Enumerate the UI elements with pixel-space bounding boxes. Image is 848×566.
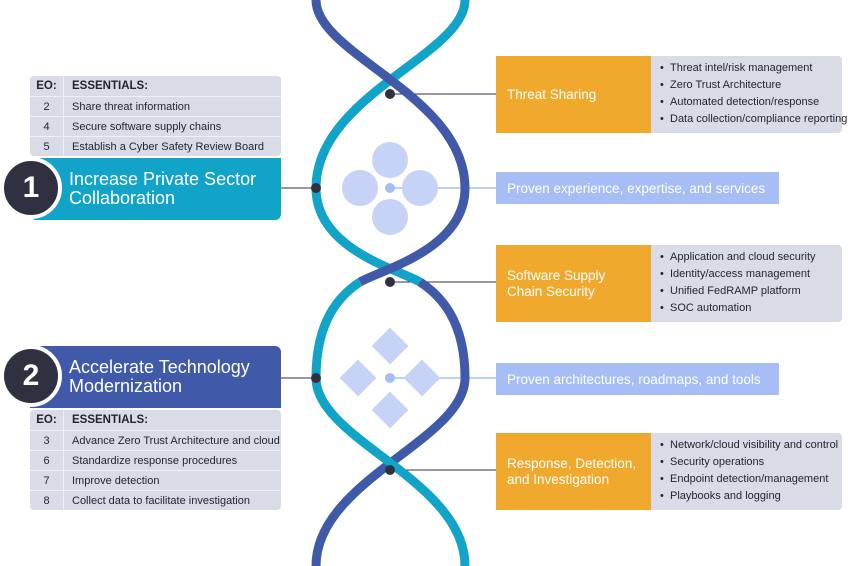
helix-strand-teal (311, 278, 470, 566)
pillar-title-line2: Modernization (69, 376, 183, 396)
eo-table-header: EO: ESSENTIALS: (30, 410, 281, 430)
eo-number: 3 (30, 431, 64, 450)
eo-number: 4 (30, 117, 64, 136)
category-title-line1: Threat Sharing (507, 86, 597, 102)
bullet-item: Security operations (660, 454, 842, 471)
eo-essential-text: Standardize response procedures (72, 454, 238, 467)
category-1-bullet-list: Threat intel/risk management Zero Trust … (651, 56, 847, 133)
essentials-label: ESSENTIALS: (72, 414, 149, 426)
eo-number: 7 (30, 471, 64, 490)
category-title-line2: Chain Security (507, 283, 595, 299)
bullet-item: SOC automation (660, 300, 842, 317)
eo-table-row: 6 Standardize response procedures (30, 450, 281, 470)
proof-bar-1: Proven experience, expertise, and servic… (496, 172, 779, 204)
bullet-item: Unified FedRAMP platform (660, 283, 842, 300)
eo-essential-text: Advance Zero Trust Architecture and clou… (72, 434, 280, 447)
eo-essentials-table-1: EO: ESSENTIALS: 2 Share threat informati… (30, 76, 281, 156)
pillar-2-number-badge: 2 (0, 345, 62, 407)
helix-strand-teal (311, 0, 470, 286)
eo-table-row: 4 Secure software supply chains (30, 116, 281, 136)
eo-table-row: 3 Advance Zero Trust Architecture and cl… (30, 430, 281, 450)
category-title-line2: and Investigation (507, 471, 610, 487)
pillar-1-banner: Increase Private Sector Collaboration (30, 158, 281, 220)
pillar-title-line2: Collaboration (69, 188, 176, 208)
bullet-item: Zero Trust Architecture (660, 77, 842, 94)
eo-essential-text: Establish a Cyber Safety Review Board (72, 140, 264, 153)
eo-essentials-table-2: EO: ESSENTIALS: 3 Advance Zero Trust Arc… (30, 410, 281, 510)
center-dot (385, 183, 395, 193)
pillar-1-number-badge: 1 (0, 157, 62, 219)
eo-number: 8 (30, 491, 64, 510)
bullet-item: Identity/access management (660, 266, 842, 283)
bullet-item: Endpoint detection/management (660, 471, 842, 488)
eo-number: 2 (30, 97, 64, 116)
decor-circle (402, 170, 438, 206)
helix-strand-navy (311, 0, 470, 286)
bullet-item: Data collection/compliance reporting (660, 111, 847, 128)
decor-circle (342, 170, 378, 206)
node-dot (385, 277, 395, 287)
eo-table-row: 7 Improve detection (30, 470, 281, 490)
helix-strand-navy (311, 278, 470, 566)
eo-label: EO: (30, 410, 64, 430)
eo-number: 5 (30, 137, 64, 156)
eo-table-row: 5 Establish a Cyber Safety Review Board (30, 136, 281, 156)
eo-essential-text: Improve detection (72, 474, 160, 487)
pillar-title-line1: Increase Private Sector (69, 169, 257, 189)
pillar-2-banner: Accelerate Technology Modernization (30, 346, 281, 408)
pillar-title-line1: Accelerate Technology (69, 357, 250, 377)
category-threat-sharing: Threat Sharing (496, 56, 651, 133)
category-title-line1: Response, Detection, (507, 455, 637, 471)
category-3-bullet-list: Network/cloud visibility and control Sec… (651, 433, 842, 510)
node-dot (311, 183, 321, 193)
eo-table-row: 2 Share threat information (30, 96, 281, 116)
category-software-supply-chain: Software Supply Chain Security (496, 245, 651, 322)
eo-table-row: 8 Collect data to facilitate investigati… (30, 490, 281, 510)
eo-essential-text: Collect data to facilitate investigation (72, 494, 250, 507)
node-dot (311, 373, 321, 383)
bullet-item: Application and cloud security (660, 249, 842, 266)
category-response-detection: Response, Detection, and Investigation (496, 433, 651, 510)
eo-number: 6 (30, 451, 64, 470)
eo-essential-text: Share threat information (72, 100, 191, 113)
decor-diamond (371, 327, 409, 365)
bullet-item: Threat intel/risk management (660, 60, 842, 77)
center-dot (385, 373, 395, 383)
decor-diamond (339, 359, 377, 397)
eo-essential-text: Secure software supply chains (72, 120, 222, 133)
node-dot (385, 89, 395, 99)
decor-circle (372, 199, 408, 235)
category-2-bullet-list: Application and cloud security Identity/… (651, 245, 842, 322)
bullet-item: Network/cloud visibility and control (660, 437, 842, 454)
decor-circle (372, 142, 408, 178)
bullet-item: Playbooks and logging (660, 488, 842, 505)
bullet-item: Automated detection/response (660, 94, 842, 111)
decor-diamond (371, 391, 409, 429)
essentials-label: ESSENTIALS: (72, 80, 149, 92)
eo-label: EO: (30, 76, 64, 96)
decor-diamond (403, 359, 441, 397)
node-dot (385, 465, 395, 475)
category-title-line1: Software Supply (507, 267, 606, 283)
proof-bar-2: Proven architectures, roadmaps, and tool… (496, 363, 779, 395)
eo-table-header: EO: ESSENTIALS: (30, 76, 281, 96)
